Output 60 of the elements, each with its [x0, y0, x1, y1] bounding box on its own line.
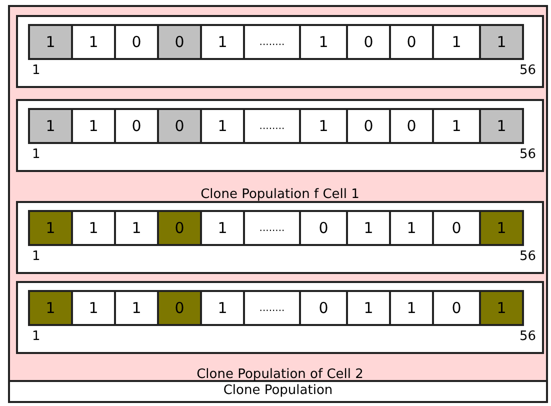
chromosome-box: [16, 15, 544, 88]
chromosome-box: [16, 99, 544, 172]
bit-cell: 1: [71, 24, 116, 60]
position-label: 1: [32, 63, 40, 78]
bit-cell: 1: [28, 290, 73, 326]
position-label: 56: [519, 147, 536, 162]
bit-cell: 1: [28, 210, 73, 246]
bit-cell: 1: [71, 210, 116, 246]
bit-cell: 0: [432, 290, 481, 326]
position-label: 1: [32, 329, 40, 344]
bit-cell: ........: [243, 24, 301, 60]
bit-cell: 1: [479, 24, 524, 60]
bit-cell: 1: [114, 290, 159, 326]
bit-cell: 0: [157, 290, 202, 326]
chromosome-box: [16, 281, 544, 354]
bit-cell: ........: [243, 210, 301, 246]
bit-cell: 1: [71, 290, 116, 326]
bit-cell: 1: [200, 108, 245, 144]
group-caption: Clone Population f Cell 1: [200, 187, 360, 203]
position-label: 1: [32, 249, 40, 264]
bit-cell: 0: [299, 290, 348, 326]
bit-cell: 1: [346, 210, 391, 246]
bit-cell: 1: [200, 210, 245, 246]
bit-cell: 0: [389, 24, 434, 60]
position-label: 1: [32, 147, 40, 162]
position-label: 56: [519, 329, 536, 344]
position-label: 56: [519, 63, 536, 78]
bit-cell: 0: [432, 210, 481, 246]
bit-cell: 0: [157, 24, 202, 60]
bit-cell: 0: [157, 210, 202, 246]
bit-cell: 1: [71, 108, 116, 144]
bit-cell: 0: [299, 210, 348, 246]
bit-cell: 0: [114, 24, 159, 60]
bit-cell: 0: [346, 24, 391, 60]
bit-cell: 1: [389, 210, 434, 246]
bit-cell: ........: [243, 290, 301, 326]
bit-cell: 1: [479, 210, 524, 246]
chromosome-box: [16, 201, 544, 274]
bit-cell: 0: [389, 108, 434, 144]
bit-cell: 1: [114, 210, 159, 246]
bit-cell: 1: [299, 108, 348, 144]
bit-cell: 1: [432, 108, 481, 144]
bit-cell: 1: [200, 290, 245, 326]
frame-caption: Clone Population: [10, 380, 546, 401]
group-caption: Clone Population of Cell 2: [196, 367, 364, 383]
population-frame: [8, 5, 548, 403]
bit-cell: 0: [157, 108, 202, 144]
bit-cell: 0: [114, 108, 159, 144]
position-label: 56: [519, 249, 536, 264]
bit-cell: ........: [243, 108, 301, 144]
bit-cell: 1: [389, 290, 434, 326]
bit-cell: 1: [432, 24, 481, 60]
bit-cell: 1: [299, 24, 348, 60]
bit-cell: 1: [28, 24, 73, 60]
bit-cell: 1: [200, 24, 245, 60]
bit-cell: 1: [346, 290, 391, 326]
bit-cell: 1: [28, 108, 73, 144]
bit-cell: 1: [479, 290, 524, 326]
bit-cell: 1: [479, 108, 524, 144]
bit-cell: 0: [346, 108, 391, 144]
